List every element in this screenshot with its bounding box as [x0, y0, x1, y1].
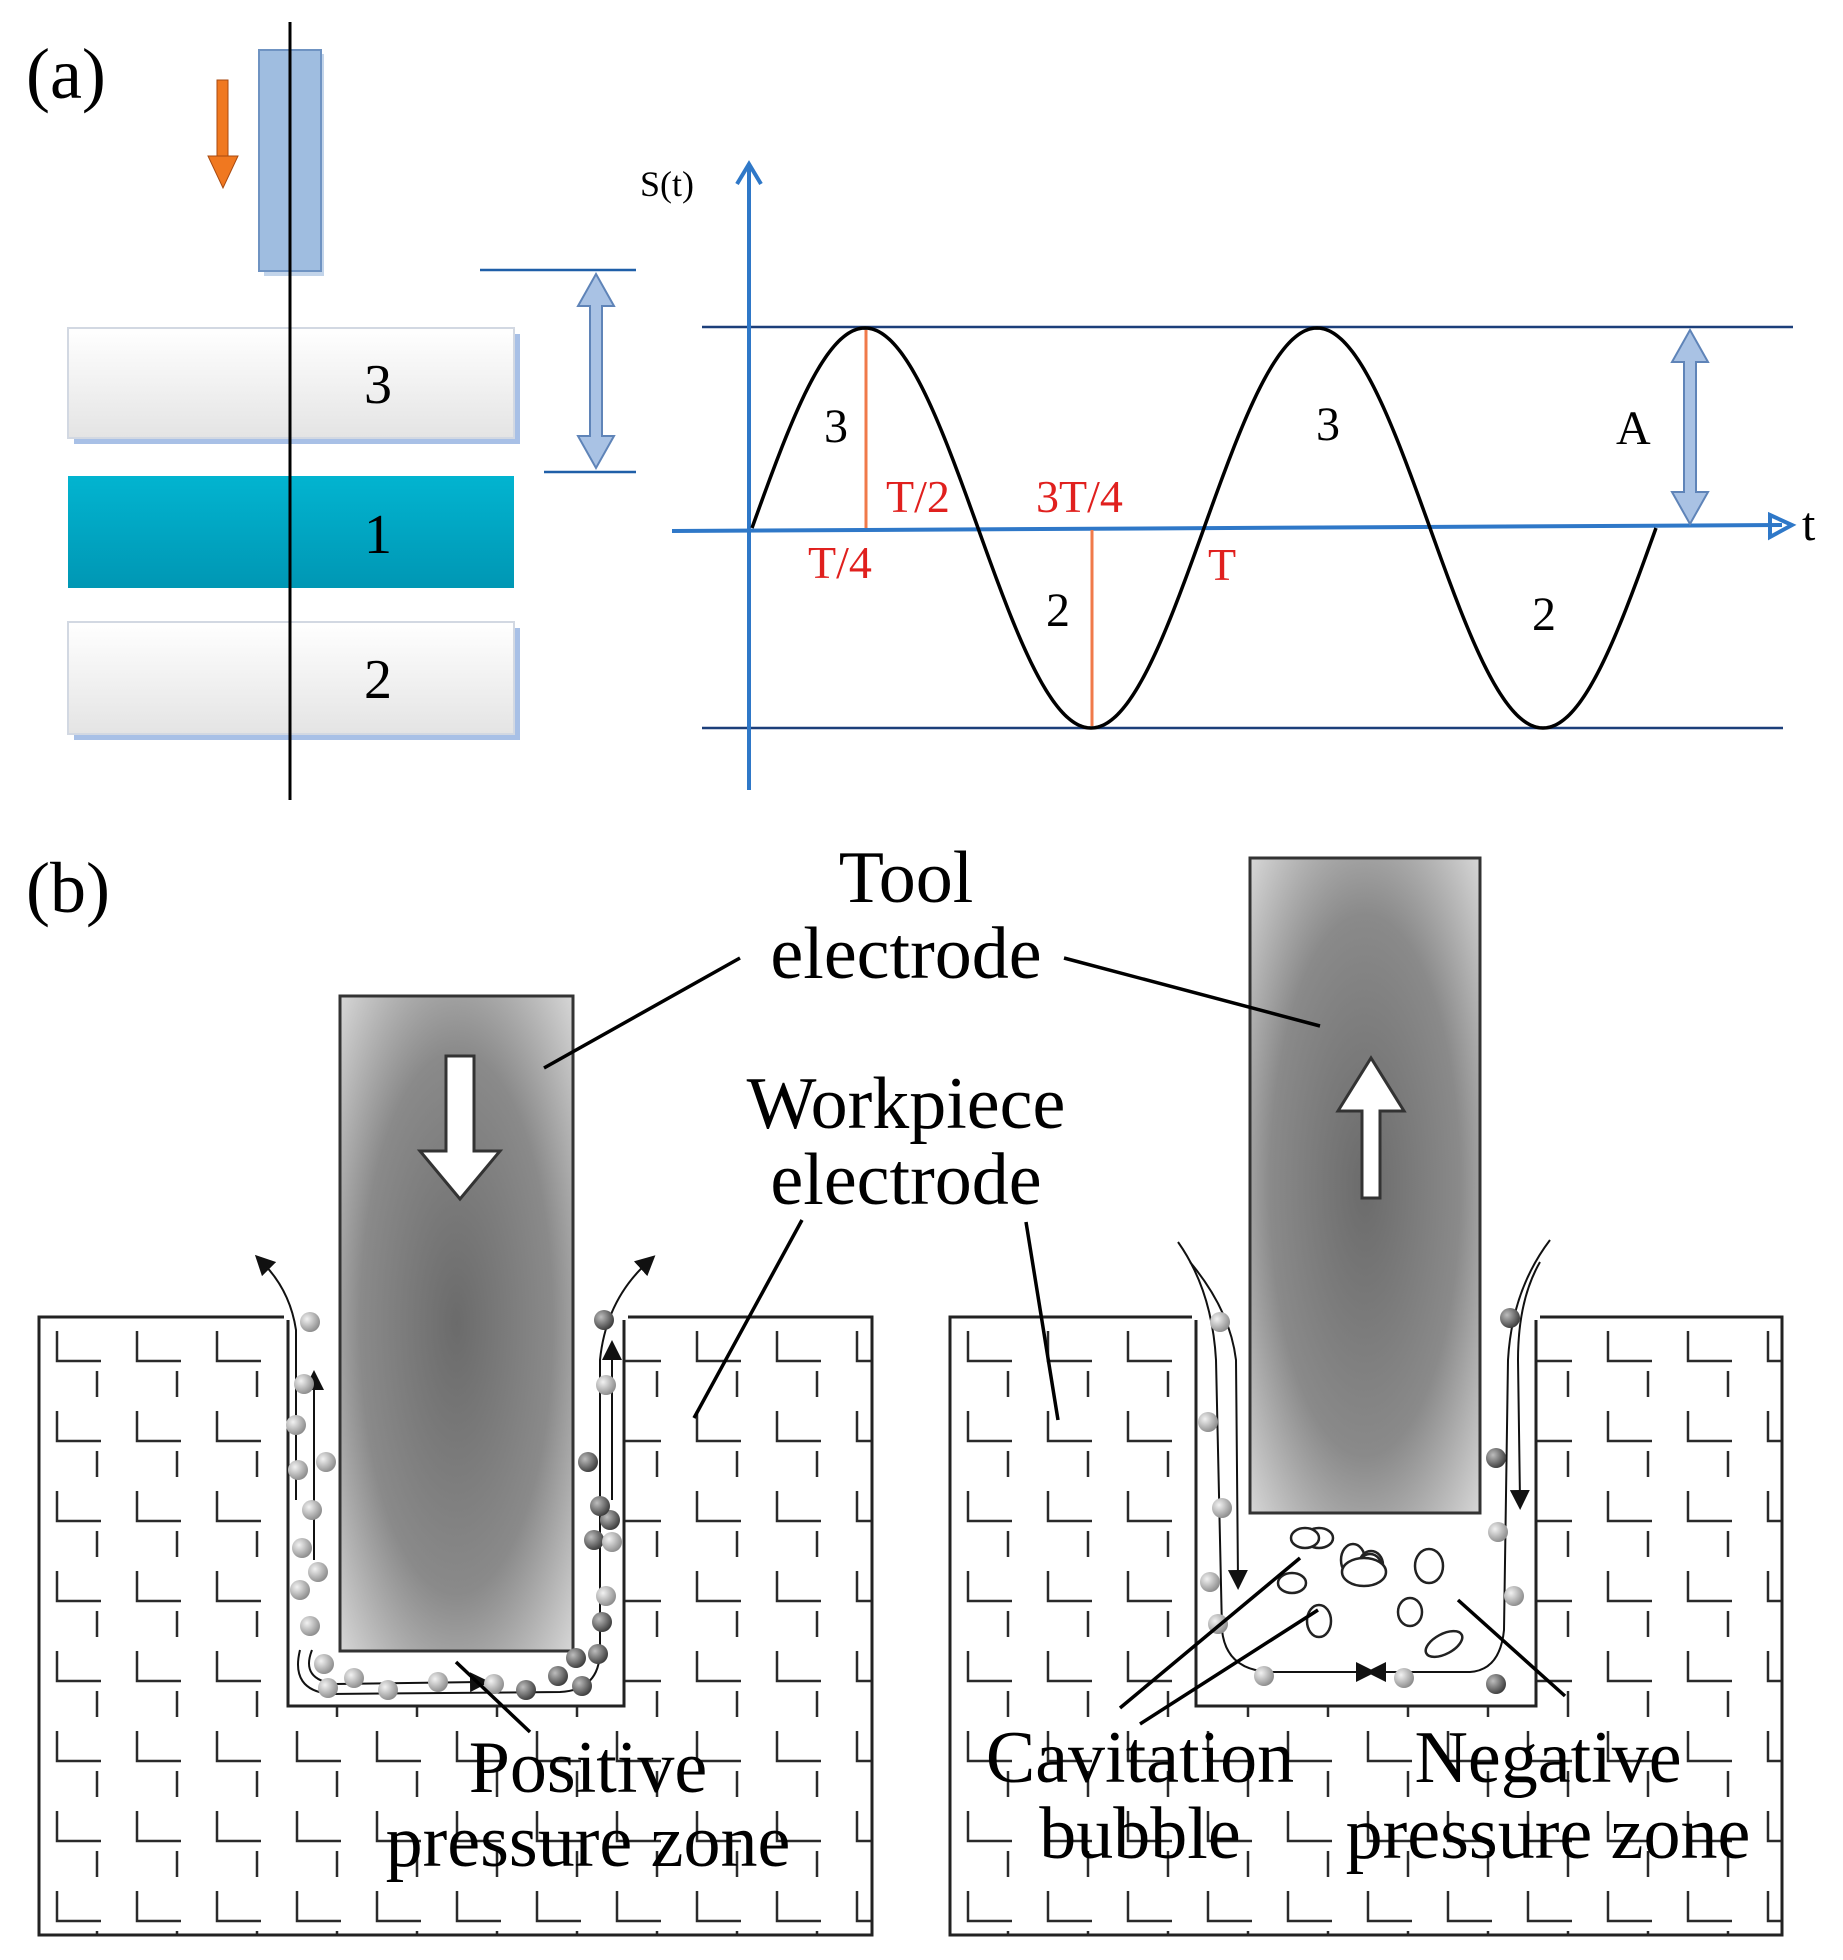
tool-electrode-right — [1248, 856, 1482, 1515]
y-axis-label: S(t) — [640, 164, 694, 204]
sine-curve — [750, 326, 1658, 730]
panel-a-label: (a) — [26, 34, 106, 114]
mark-t-period: T — [1208, 539, 1236, 590]
mark-t-three-quarter: 3T/4 — [1036, 471, 1123, 522]
layer-2: 2 — [67, 621, 520, 740]
tool-electrode-label-line2: electrode — [770, 913, 1041, 995]
panel-b-label: (b) — [26, 848, 110, 928]
layer-3: 3 — [67, 327, 520, 444]
positive-pressure-label-line1: Positive — [469, 1727, 707, 1809]
flow-lines-right — [1177, 1239, 1551, 1682]
y-axis-arrowhead — [735, 160, 763, 186]
x-axis — [671, 523, 1783, 533]
cavitation-bubble-label-line1: Cavitation — [986, 1717, 1294, 1799]
negative-pressure-label-line1: Negative — [1414, 1717, 1681, 1799]
flow-lines-left — [254, 1254, 656, 1696]
mark-t-half: T/2 — [886, 471, 950, 522]
positive-pressure-label-line2: pressure zone — [386, 1801, 791, 1883]
region-upper-label-2: 3 — [1316, 398, 1340, 451]
amplitude-double-arrow-icon — [1670, 327, 1710, 527]
layer-1-label: 1 — [364, 504, 392, 566]
double-arrow-icon — [576, 271, 616, 471]
down-arrow-icon — [416, 1054, 504, 1202]
cavitation-bubbles — [1276, 1526, 1464, 1659]
workpiece-electrode-label-line2: electrode — [770, 1139, 1041, 1221]
mark-t-quarter: T/4 — [808, 537, 872, 588]
debris-particles-left — [286, 1310, 622, 1700]
down-arrow-icon — [207, 79, 239, 190]
leader-lines — [454, 956, 1567, 1734]
region-lower-label-1: 2 — [1046, 584, 1070, 637]
layer-2-label: 2 — [364, 649, 392, 711]
region-upper-label-1: 3 — [824, 400, 848, 453]
tool-electrode-left — [338, 994, 575, 1653]
negative-pressure-label-line2: pressure zone — [1346, 1793, 1751, 1875]
debris-particles-right — [1198, 1308, 1524, 1694]
workpiece-electrode-label-line1: Workpiece — [747, 1063, 1066, 1145]
region-lower-label-2: 2 — [1532, 588, 1556, 641]
x-axis-arrowhead — [1768, 511, 1797, 541]
tool-electrode-label-line1: Tool — [839, 837, 974, 919]
layer-3-label: 3 — [364, 354, 392, 416]
amplitude-label: A — [1616, 402, 1651, 455]
up-arrow-icon — [1335, 1055, 1407, 1200]
displacement-graph: S(t) t A T/4 T/2 3T/4 T 3 3 2 2 — [640, 160, 1816, 790]
cavitation-bubble-label-line2: bubble — [1039, 1793, 1240, 1875]
x-axis-label: t — [1802, 498, 1816, 551]
